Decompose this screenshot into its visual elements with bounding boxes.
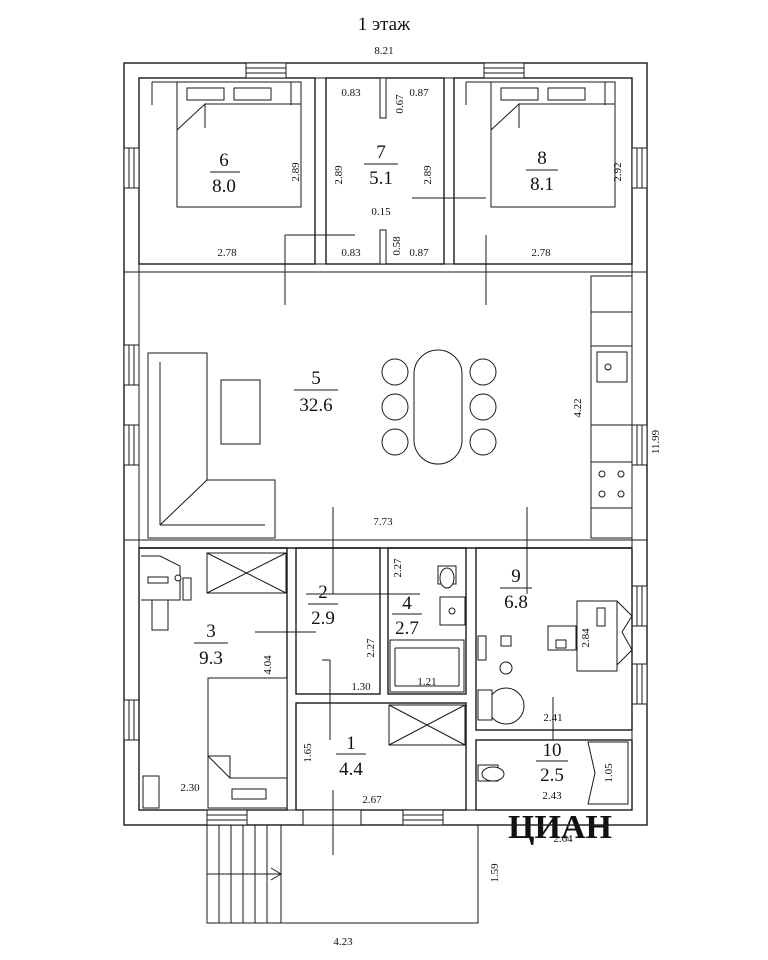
kitchen-counter <box>590 275 633 539</box>
dim-room1-width: 2.67 <box>362 794 382 806</box>
dim-room7-bot-a: 0.83 <box>341 247 361 259</box>
dim-room9-height: 2.84 <box>580 628 592 648</box>
bottom-rooms-walls <box>138 547 633 811</box>
dim-bottom-right: 2.64 <box>553 833 573 845</box>
svg-text:10: 10 <box>543 740 562 761</box>
floor-title: 1 этаж <box>358 14 411 35</box>
room3-fixtures <box>141 552 316 809</box>
dining-table <box>381 349 497 465</box>
dim-room5-width: 7.73 <box>373 516 393 528</box>
dim-room8-height: 2.92 <box>612 162 624 181</box>
living-room-walls <box>124 539 647 549</box>
dim-room7-top-a: 0.83 <box>341 87 361 99</box>
bed-room6 <box>151 81 302 208</box>
room-9-label: 9 6.8 <box>500 566 532 613</box>
dim-room9-width: 2.41 <box>543 712 562 724</box>
room7-details <box>284 77 487 305</box>
dim-room2-height: 2.27 <box>365 638 377 658</box>
svg-text:7: 7 <box>376 142 386 163</box>
dim-room6-height: 2.89 <box>290 162 302 182</box>
dim-room6-width: 2.78 <box>217 247 237 259</box>
dim-porch-depth: 1.59 <box>489 863 501 883</box>
room-8-label: 8 8.1 <box>526 148 558 195</box>
svg-text:1: 1 <box>346 733 356 754</box>
room-5-label: 5 32.6 <box>294 368 338 416</box>
svg-text:32.6: 32.6 <box>299 395 332 416</box>
room-7-label: 7 5.1 <box>364 142 398 189</box>
room-10-label: 10 2.5 <box>536 740 568 786</box>
room10-fixtures <box>477 741 629 805</box>
svg-text:8: 8 <box>537 148 547 169</box>
room-6-label: 6 8.0 <box>210 150 240 197</box>
room-2-label: 2 2.9 <box>308 582 338 629</box>
watermark: ЦИАН <box>508 809 612 846</box>
dim-porch-width: 4.23 <box>333 936 353 948</box>
svg-text:5.1: 5.1 <box>369 168 393 189</box>
dim-total-height: 11.99 <box>650 429 662 454</box>
windows-top <box>123 62 648 189</box>
bed-room8 <box>465 81 616 208</box>
dim-room10-width: 2.43 <box>542 790 562 802</box>
svg-text:6.8: 6.8 <box>504 592 528 613</box>
dim-room7-bot-b: 0.58 <box>391 236 403 256</box>
door-lines <box>332 507 528 594</box>
dim-room3-height: 4.04 <box>262 655 274 675</box>
room-labels: 6 8.0 7 5.1 8 8.1 5 32.6 2 2.9 4 2.7 <box>194 142 568 786</box>
dim-room7-bot-c: 0.87 <box>409 247 429 259</box>
dim-room7-top-b: 0.67 <box>394 94 406 114</box>
dim-room3-width: 2.30 <box>180 782 200 794</box>
room-4-label: 4 2.7 <box>392 593 422 639</box>
dim-top-width: 8.21 <box>374 45 393 57</box>
room1-fixtures <box>388 704 466 746</box>
svg-text:3: 3 <box>206 621 216 642</box>
dim-room7-top-c: 0.87 <box>409 87 429 99</box>
dim-room8-width: 2.78 <box>531 247 551 259</box>
svg-text:5: 5 <box>311 368 321 389</box>
svg-text:6: 6 <box>219 150 229 171</box>
svg-text:8.0: 8.0 <box>212 176 236 197</box>
dim-room4-height: 2.27 <box>392 558 404 578</box>
svg-text:9.3: 9.3 <box>199 648 223 669</box>
dimension-labels: 8.21 2.78 2.89 0.83 0.67 0.87 2.89 2.89 … <box>180 45 662 948</box>
svg-text:8.1: 8.1 <box>530 174 554 195</box>
dim-room7-mid: 0.15 <box>371 206 391 218</box>
dim-room2-width: 1.30 <box>351 681 371 693</box>
svg-text:2.7: 2.7 <box>395 618 419 639</box>
svg-text:2.5: 2.5 <box>540 765 564 786</box>
dim-room7-right: 2.89 <box>422 165 434 185</box>
porch <box>206 790 479 924</box>
windows-bottom <box>206 809 444 826</box>
svg-text:2.9: 2.9 <box>311 608 335 629</box>
dim-room7-left: 2.89 <box>333 165 345 185</box>
room-3-label: 3 9.3 <box>194 621 228 669</box>
room4-fixtures <box>306 565 466 740</box>
room-1-label: 1 4.4 <box>336 733 366 780</box>
svg-text:4.4: 4.4 <box>339 759 363 780</box>
dim-room1-height: 1.65 <box>302 743 314 763</box>
room9-fixtures <box>477 600 633 740</box>
svg-text:9: 9 <box>511 566 521 587</box>
dim-room10-height: 1.05 <box>603 763 615 783</box>
dim-room5-height: 4.22 <box>572 398 584 417</box>
sofa <box>147 352 276 539</box>
svg-text:4: 4 <box>402 593 412 614</box>
dim-room4-width: 1.21 <box>417 676 436 688</box>
svg-text:2: 2 <box>318 582 328 603</box>
